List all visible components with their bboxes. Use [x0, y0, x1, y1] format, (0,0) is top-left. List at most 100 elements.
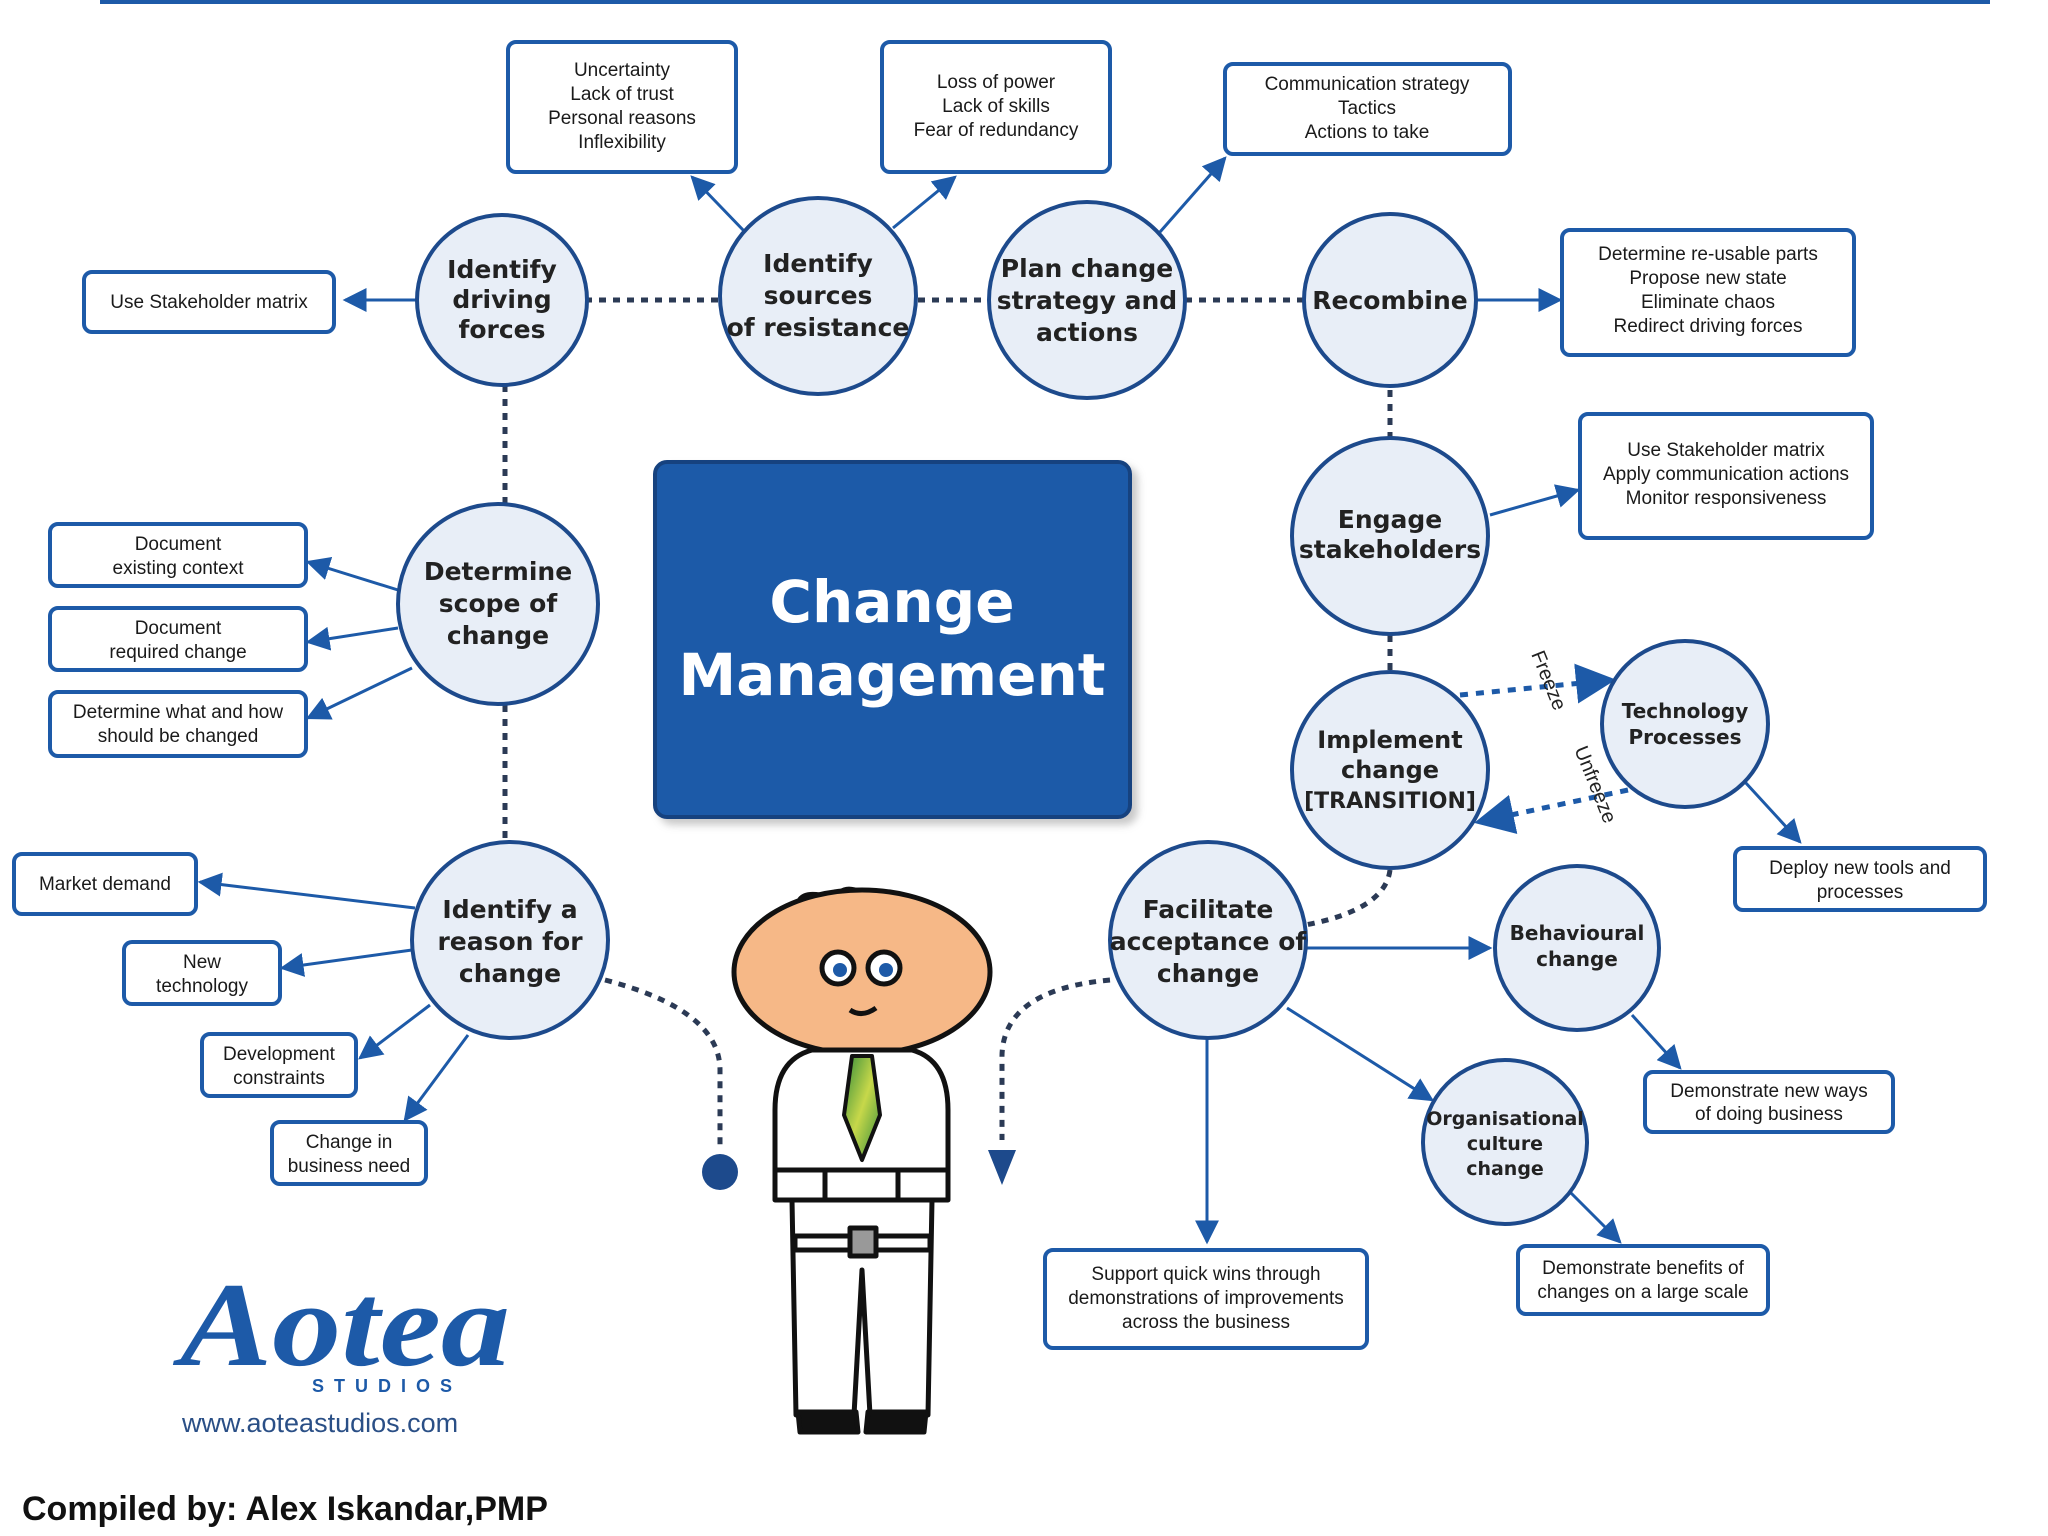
arrow-scope-what: [305, 666, 413, 720]
title-box: [653, 460, 1132, 819]
person-tie: [842, 1054, 882, 1162]
node-behavioural-change: Behavioural change: [1493, 864, 1661, 1032]
svg-text:Identify: Identify: [447, 255, 557, 284]
svg-text:Recombine: Recombine: [1312, 286, 1467, 315]
person-arm-right: [895, 1167, 951, 1203]
svg-text:of resistance: of resistance: [727, 313, 910, 342]
compiled-by-credit: Compiled by: Alex Iskandar,PMP: [22, 1490, 548, 1528]
box-support-quick-wins: Support quick wins through demonstration…: [1043, 1248, 1369, 1350]
arrow-resistance-losses: [892, 175, 957, 230]
box-new-technology: New technology: [122, 940, 282, 1006]
svg-text:Facilitate: Facilitate: [1143, 895, 1274, 924]
arrow-reason-constraints: [358, 1003, 431, 1060]
svg-text:Monitor responsiveness: Monitor responsiveness: [1626, 488, 1827, 509]
connector-end-dot: [702, 1154, 738, 1190]
svg-text:required change: required change: [109, 642, 246, 663]
connector-reason-person: [604, 977, 723, 1150]
svg-text:Propose new state: Propose new state: [1629, 268, 1786, 289]
svg-text:Personal reasons: Personal reasons: [548, 108, 696, 129]
svg-text:Redirect driving forces: Redirect driving forces: [1613, 316, 1802, 337]
svg-text:Loss of power: Loss of power: [937, 72, 1056, 93]
arrow-plan-items: [1158, 156, 1227, 233]
person-arm-left: [772, 1167, 828, 1203]
arrow-reason-market: [197, 872, 416, 910]
dotted-connectors: [502, 297, 1393, 1150]
svg-text:business need: business need: [288, 1156, 411, 1177]
node-plan-change-strategy: Plan change strategy and actions: [987, 200, 1187, 400]
svg-text:Lack of skills: Lack of skills: [942, 96, 1050, 117]
logo-sub: STUDIOS: [312, 1376, 462, 1396]
arrow-reason-need: [403, 1034, 470, 1122]
svg-text:Inflexibility: Inflexibility: [578, 132, 666, 153]
svg-text:Determine what and how: Determine what and how: [73, 702, 283, 723]
freeze-label: Freeze: [1526, 648, 1570, 714]
svg-text:existing context: existing context: [113, 558, 245, 579]
logo-name: Aotea: [172, 1258, 510, 1391]
svg-text:stakeholders: stakeholders: [1299, 535, 1481, 564]
arrow-org-benefits: [1566, 1188, 1622, 1244]
person-head: [731, 887, 993, 1057]
svg-text:Use Stakeholder matrix: Use Stakeholder matrix: [1627, 440, 1825, 461]
svg-text:Actions to take: Actions to take: [1305, 122, 1430, 143]
connector-end-arrow: [988, 1150, 1016, 1185]
svg-text:Uncertainty: Uncertainty: [574, 60, 671, 81]
svg-text:forces: forces: [458, 315, 545, 344]
svg-text:of doing business: of doing business: [1695, 1104, 1843, 1125]
node-identify-driving-forces: Identify driving forces: [415, 213, 589, 387]
svg-text:[TRANSITION]: [TRANSITION]: [1304, 789, 1476, 814]
svg-text:sources: sources: [764, 281, 873, 310]
svg-text:Tactics: Tactics: [1338, 98, 1396, 119]
node-engage-stakeholders: Engage stakeholders: [1290, 436, 1490, 636]
svg-text:reason for: reason for: [437, 927, 583, 956]
svg-text:Determine: Determine: [424, 557, 572, 586]
svg-text:across the business: across the business: [1122, 1312, 1290, 1333]
svg-text:Engage: Engage: [1338, 505, 1443, 534]
person-buckle: [847, 1225, 879, 1259]
svg-text:Document: Document: [135, 534, 222, 555]
svg-text:constraints: constraints: [233, 1068, 325, 1089]
arrow-reason-newtech: [279, 948, 413, 977]
box-document-existing: Document existing context: [48, 522, 308, 588]
arrow-resistance-reasons: [690, 175, 747, 234]
box-resistance-losses: Loss of power Lack of skills Fear of red…: [880, 40, 1112, 174]
svg-text:technology: technology: [156, 976, 248, 997]
connector-implement-facilitate: [1304, 869, 1393, 928]
box-development-constraints: Development constraints: [200, 1032, 358, 1098]
box-demonstrate-new-ways: Demonstrate new ways of doing business: [1643, 1070, 1895, 1134]
svg-text:Market demand: Market demand: [39, 874, 171, 895]
svg-text:Identify: Identify: [763, 249, 873, 278]
svg-text:culture: culture: [1467, 1133, 1543, 1155]
svg-text:Determine re-usable parts: Determine re-usable parts: [1598, 244, 1818, 265]
svg-text:Deploy new tools and: Deploy new tools and: [1769, 858, 1951, 879]
svg-text:Organisational: Organisational: [1426, 1108, 1584, 1130]
svg-text:Eliminate chaos: Eliminate chaos: [1641, 292, 1775, 313]
svg-text:change: change: [1157, 959, 1259, 988]
svg-text:Change in: Change in: [306, 1132, 393, 1153]
svg-text:scope of: scope of: [439, 589, 559, 618]
svg-text:Demonstrate new ways: Demonstrate new ways: [1670, 1081, 1867, 1102]
box-resistance-reasons: Uncertainty Lack of trust Personal reaso…: [506, 40, 738, 174]
arrow-behavioural-ways: [1630, 1013, 1682, 1070]
arrow-scope-existing: [305, 556, 399, 592]
title-line-1: Change: [769, 568, 1014, 636]
svg-text:change: change: [1536, 947, 1618, 971]
svg-text:Implement: Implement: [1317, 726, 1462, 754]
box-plan-items: Communication strategy Tactics Actions t…: [1223, 62, 1512, 156]
aotea-logo: Aotea STUDIOS www.aoteastudios.com: [172, 1258, 510, 1438]
box-change-in-business-need: Change in business need: [270, 1120, 428, 1186]
svg-text:Development: Development: [223, 1044, 336, 1065]
svg-text:Fear of redundancy: Fear of redundancy: [914, 120, 1079, 141]
node-technology-processes: Technology Processes: [1600, 639, 1770, 809]
svg-text:Apply communication actions: Apply communication actions: [1603, 464, 1849, 485]
node-implement-change: Implement change [TRANSITION]: [1290, 670, 1490, 870]
box-engage-items: Use Stakeholder matrix Apply communicati…: [1578, 412, 1874, 540]
svg-text:actions: actions: [1036, 318, 1138, 347]
arrow-facilitate-org: [1286, 1006, 1435, 1102]
svg-text:Communication strategy: Communication strategy: [1265, 74, 1470, 95]
box-demonstrate-benefits: Demonstrate benefits of changes on a lar…: [1516, 1244, 1770, 1316]
arrow-scope-required: [305, 626, 399, 651]
svg-text:Processes: Processes: [1629, 725, 1742, 749]
svg-text:change: change: [1341, 756, 1439, 784]
svg-text:driving: driving: [452, 285, 551, 314]
svg-text:Behavioural: Behavioural: [1510, 921, 1645, 945]
